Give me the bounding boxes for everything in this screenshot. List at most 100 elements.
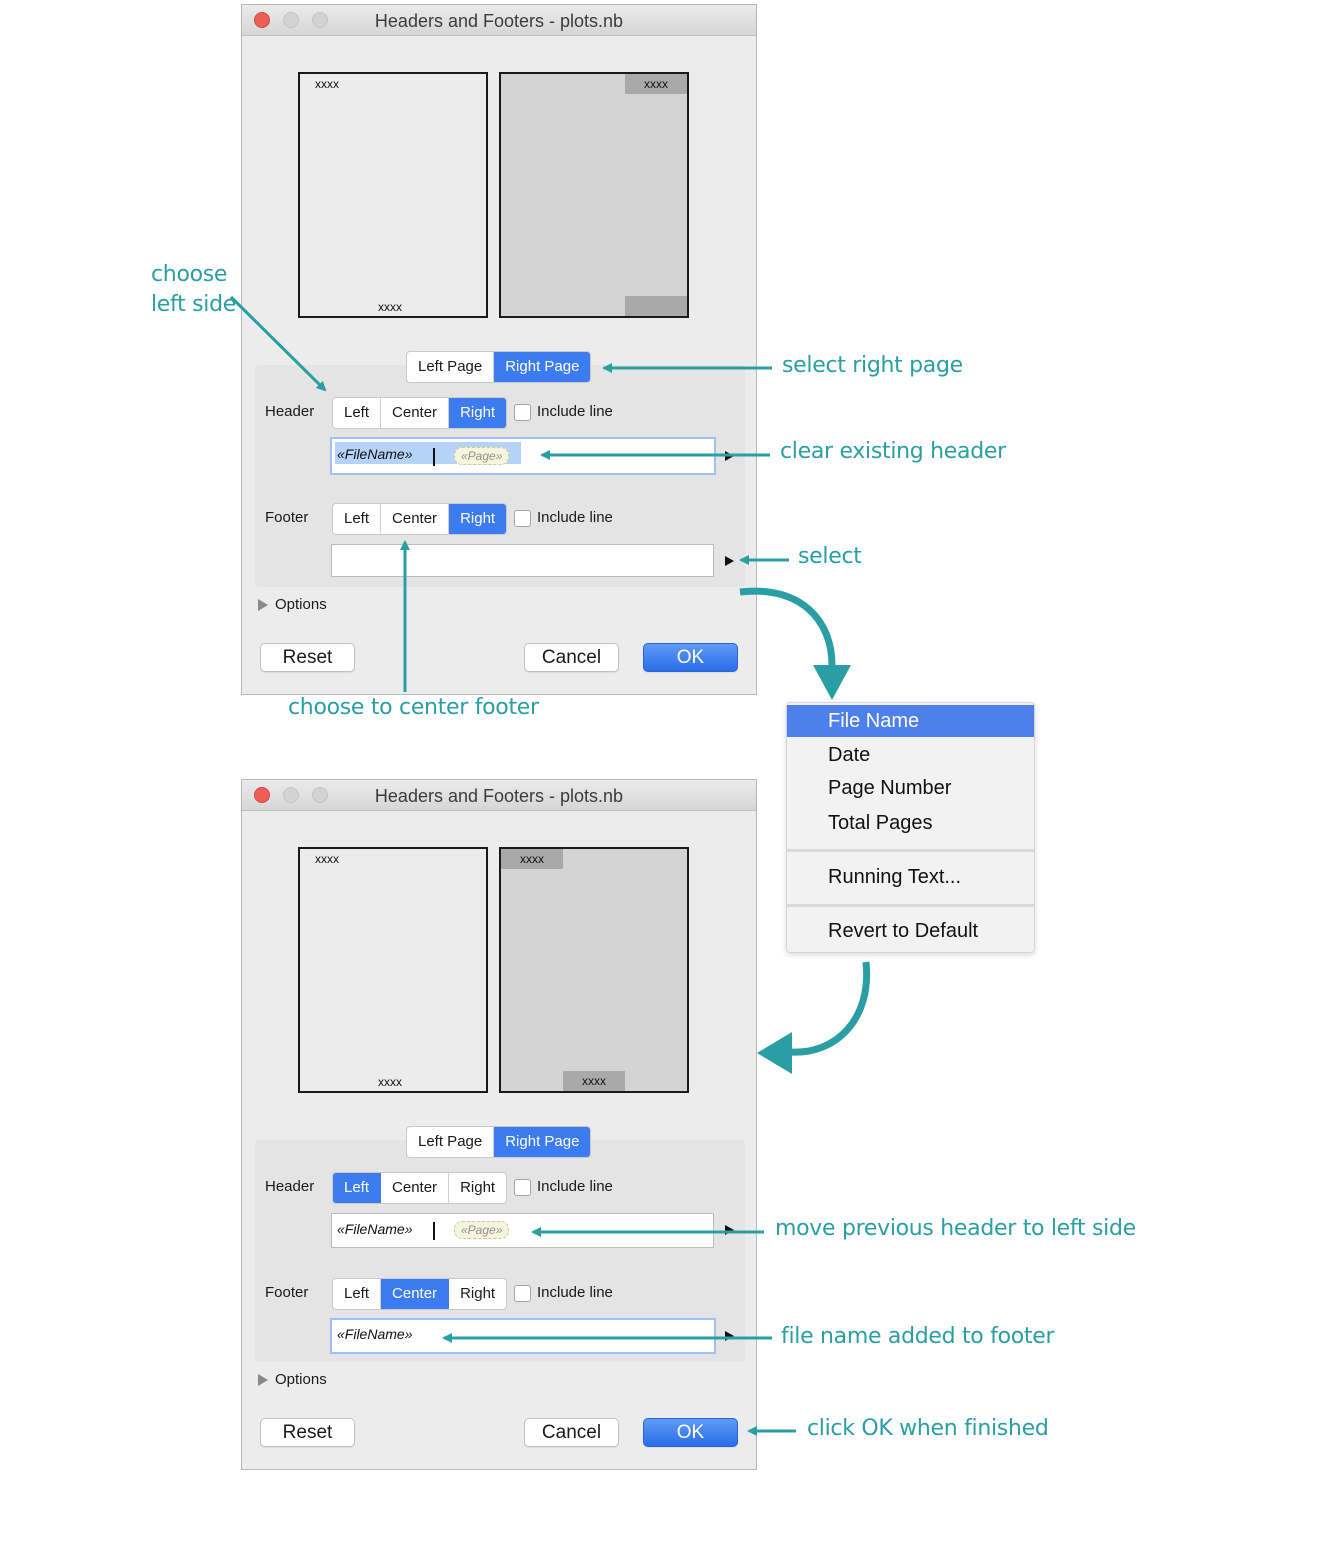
page-token: «Page» [454, 1221, 510, 1239]
left-page-tab[interactable]: Left Page [407, 352, 495, 382]
curved-arrow-head-left [757, 1032, 792, 1074]
right-page-tab[interactable]: Right Page [494, 1127, 591, 1157]
footer-label: Footer [265, 1284, 309, 1301]
title-bar: Headers and Footers - plots.nb [242, 5, 756, 36]
header-include-line-label: Include line [537, 1178, 613, 1195]
ok-button[interactable]: OK [643, 1418, 738, 1447]
right-page-tab[interactable]: Right Page [494, 352, 591, 382]
window-title: Headers and Footers - plots.nb [374, 786, 624, 806]
footer-align-segment: Left Center Right [332, 1278, 508, 1310]
footer-insert-menu-arrow-icon[interactable] [725, 556, 734, 566]
menu-item-total-pages[interactable]: Total Pages [828, 812, 933, 834]
right-page-preview: xxxx xxxx [499, 847, 689, 1093]
header-align-segment: Left Center Right [332, 397, 508, 429]
footer-mark: xxxx [378, 300, 402, 314]
insert-field-menu: File Name Date Page Number Total Pages R… [786, 702, 1035, 953]
menu-item-file-name[interactable]: File Name [787, 705, 1034, 737]
header-include-line-checkbox[interactable] [514, 404, 531, 421]
annotation-left-side: left side [151, 292, 236, 317]
close-button[interactable] [254, 787, 270, 803]
minimize-button[interactable] [283, 787, 299, 803]
footer-text-field[interactable]: «FileName» [330, 1318, 716, 1354]
header-align-left[interactable]: Left [333, 398, 382, 428]
annotation-select: select [798, 544, 862, 569]
header-text-field[interactable]: «FileName» «Page» [331, 1213, 714, 1248]
menu-separator [787, 904, 1034, 907]
disclosure-triangle-icon[interactable] [258, 1374, 268, 1386]
header-align-right[interactable]: Right [460, 1179, 496, 1196]
filename-token: «FileName» [337, 446, 413, 462]
footer-include-line-checkbox[interactable] [514, 1285, 531, 1302]
filename-token: «FileName» [337, 1221, 413, 1237]
footer-text-field[interactable] [331, 544, 714, 577]
options-label[interactable]: Options [275, 1371, 327, 1388]
header-mark-left: xxxx [501, 849, 563, 869]
header-align-left[interactable]: Left [333, 1173, 382, 1203]
footer-mark-center: xxxx [563, 1071, 625, 1091]
header-mark: xxxx [315, 852, 339, 866]
settings-panel: Header Left Center Right Include line «F… [255, 365, 745, 587]
menu-item-running-text[interactable]: Running Text... [828, 866, 962, 888]
footer-align-segment: Left Center Right [332, 503, 508, 535]
menu-item-revert-to-default[interactable]: Revert to Default [828, 920, 979, 942]
left-page-preview: xxxx xxxx [298, 72, 488, 318]
annotation-choose-center-footer: choose to center footer [288, 695, 539, 720]
header-align-segment: Left Center Right [332, 1172, 508, 1204]
footer-mark-empty [625, 296, 687, 316]
annotation-move-header: move previous header to left side [775, 1216, 1136, 1241]
left-page-tab[interactable]: Left Page [407, 1127, 495, 1157]
reset-button[interactable]: Reset [260, 643, 355, 672]
header-insert-menu-arrow-icon[interactable] [725, 1225, 734, 1235]
minimize-button[interactable] [283, 12, 299, 28]
annotation-clear-existing-header: clear existing header [780, 439, 1006, 464]
header-label: Header [265, 1178, 315, 1195]
disclosure-triangle-icon[interactable] [258, 599, 268, 611]
footer-align-center[interactable]: Center [381, 504, 450, 534]
menu-separator [787, 849, 1034, 852]
page-token: «Page» [454, 447, 510, 465]
header-align-center[interactable]: Center [381, 398, 450, 428]
menu-item-page-number[interactable]: Page Number [828, 777, 952, 799]
annotation-choose: choose [151, 262, 228, 287]
header-text-field[interactable]: «FileName» «Page» [330, 437, 716, 475]
window-title: Headers and Footers - plots.nb [374, 11, 624, 31]
curved-arrow-to-window [789, 961, 871, 1056]
text-caret [433, 1222, 435, 1240]
curved-arrow-head-down [813, 665, 851, 700]
header-label: Header [265, 403, 315, 420]
footer-align-right[interactable]: Right [449, 504, 507, 534]
header-mark: xxxx [315, 77, 339, 91]
filename-token: «FileName» [337, 1326, 413, 1342]
dialog-window-before: Headers and Footers - plots.nb xxxx xxxx… [241, 4, 757, 695]
footer-insert-menu-arrow-icon[interactable] [725, 1331, 734, 1341]
footer-align-left[interactable]: Left [333, 1279, 382, 1309]
zoom-button[interactable] [312, 787, 328, 803]
annotation-file-name-added: file name added to footer [781, 1324, 1055, 1349]
dialog-window-after: Headers and Footers - plots.nb xxxx xxxx… [241, 779, 757, 1470]
header-include-line-checkbox[interactable] [514, 1179, 531, 1196]
footer-align-left[interactable]: Left [333, 504, 382, 534]
header-align-center[interactable]: Center [381, 1173, 450, 1203]
footer-align-right[interactable]: Right [460, 1285, 496, 1302]
annotation-select-right-page: select right page [782, 353, 963, 378]
menu-item-date[interactable]: Date [828, 744, 871, 766]
header-include-line-label: Include line [537, 403, 613, 420]
options-label[interactable]: Options [275, 596, 327, 613]
close-button[interactable] [254, 12, 270, 28]
annotation-click-ok: click OK when finished [807, 1416, 1049, 1441]
ok-button[interactable]: OK [643, 643, 738, 672]
header-mark-selected: xxxx [625, 74, 687, 94]
cancel-button[interactable]: Cancel [524, 1418, 619, 1447]
page-selector-segment: Left Page Right Page [406, 351, 592, 383]
text-caret [433, 448, 435, 466]
cancel-button[interactable]: Cancel [524, 643, 619, 672]
footer-include-line-label: Include line [537, 1284, 613, 1301]
reset-button[interactable]: Reset [260, 1418, 355, 1447]
footer-label: Footer [265, 509, 309, 526]
footer-include-line-checkbox[interactable] [514, 510, 531, 527]
header-align-right[interactable]: Right [449, 398, 507, 428]
zoom-button[interactable] [312, 12, 328, 28]
title-bar: Headers and Footers - plots.nb [242, 780, 756, 811]
footer-align-center[interactable]: Center [381, 1279, 450, 1309]
header-insert-menu-arrow-icon[interactable] [725, 451, 734, 461]
